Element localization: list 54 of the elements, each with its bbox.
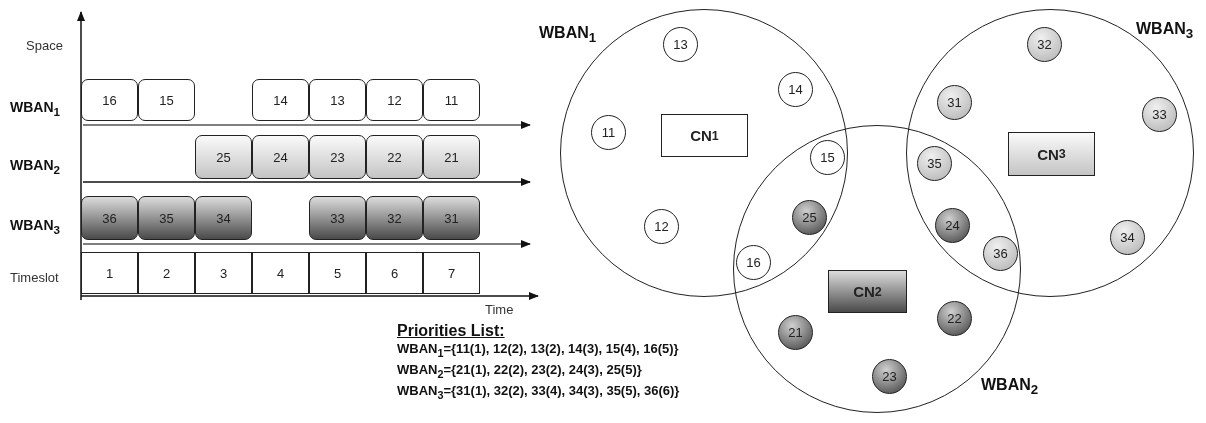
- timeslot-cell: 3: [195, 252, 252, 294]
- packet-slot: 13: [309, 79, 366, 121]
- packet-slot: 11: [423, 79, 480, 121]
- packet-slot: 34: [195, 196, 252, 240]
- packet-slot: 24: [252, 135, 309, 179]
- packet-slot: 31: [423, 196, 480, 240]
- timeslot-cell: 2: [138, 252, 195, 294]
- sensor-node-circle: 21: [778, 315, 813, 350]
- timeslot-cell: 4: [252, 252, 309, 294]
- sensor-node-circle: 11: [591, 115, 626, 150]
- priority-list-line: WBAN$_{1}$={11(1), 12(2), 13(2), 14(3), 15(4), 16(5)}: [397, 341, 679, 359]
- sensor-node-circle: 22: [937, 301, 972, 336]
- packet-slot: 21: [423, 135, 480, 179]
- priority-list-line: WBAN$_{3}$={31(1), 32(2), 33(4), 34(3), 35(5), 36(6)}: [397, 383, 680, 401]
- sensor-node-circle: 35: [917, 146, 952, 181]
- sensor-node-circle: 12: [644, 209, 679, 244]
- timeslot-cell: 1: [81, 252, 138, 294]
- timeslot-cell: 7: [423, 252, 480, 294]
- packet-slot: 14: [252, 79, 309, 121]
- packet-slot: 33: [309, 196, 366, 240]
- network-label: WBAN$_{1}$: [539, 24, 597, 46]
- row-label: WBAN$_{3}$: [10, 217, 61, 236]
- sensor-node-circle: 14: [778, 72, 813, 107]
- row-label: WBAN$_{2}$: [10, 157, 61, 176]
- packet-slot: 16: [81, 79, 138, 121]
- row-label: WBAN$_{1}$: [10, 99, 61, 118]
- sensor-node-circle: 15: [810, 140, 845, 175]
- packet-slot: 15: [138, 79, 195, 121]
- axis-label: Space: [26, 38, 63, 53]
- priority-list-line: WBAN$_{2}$={21(1), 22(2), 23(2), 24(3), 25(5)}: [397, 362, 642, 380]
- packet-slot: 22: [366, 135, 423, 179]
- packet-slot: 35: [138, 196, 195, 240]
- sensor-node-circle: 23: [872, 359, 907, 394]
- sensor-node-circle: 16: [736, 245, 771, 280]
- sensor-node-circle: 36: [983, 236, 1018, 271]
- sensor-node-circle: 33: [1142, 97, 1177, 132]
- axis-label: Time: [485, 302, 514, 317]
- packet-slot: 25: [195, 135, 252, 179]
- sensor-node-circle: 25: [792, 200, 827, 235]
- sensor-node-circle: 24: [935, 208, 970, 243]
- packet-slot: 23: [309, 135, 366, 179]
- sensor-node-circle: 32: [1027, 27, 1062, 62]
- timeslot-cell: 6: [366, 252, 423, 294]
- packet-slot: 12: [366, 79, 423, 121]
- network-label: WBAN$_{2}$: [981, 376, 1039, 398]
- sensor-node-circle: 13: [663, 27, 698, 62]
- packet-slot: 32: [366, 196, 423, 240]
- row-label: Timeslot: [10, 270, 59, 285]
- list-heading: Priorities List:: [397, 322, 505, 340]
- sensor-node-circle: 34: [1110, 220, 1145, 255]
- packet-slot: 36: [81, 196, 138, 240]
- network-label: WBAN$_{3}$: [1136, 20, 1194, 42]
- sensor-node-circle: 31: [937, 85, 972, 120]
- timeslot-cell: 5: [309, 252, 366, 294]
